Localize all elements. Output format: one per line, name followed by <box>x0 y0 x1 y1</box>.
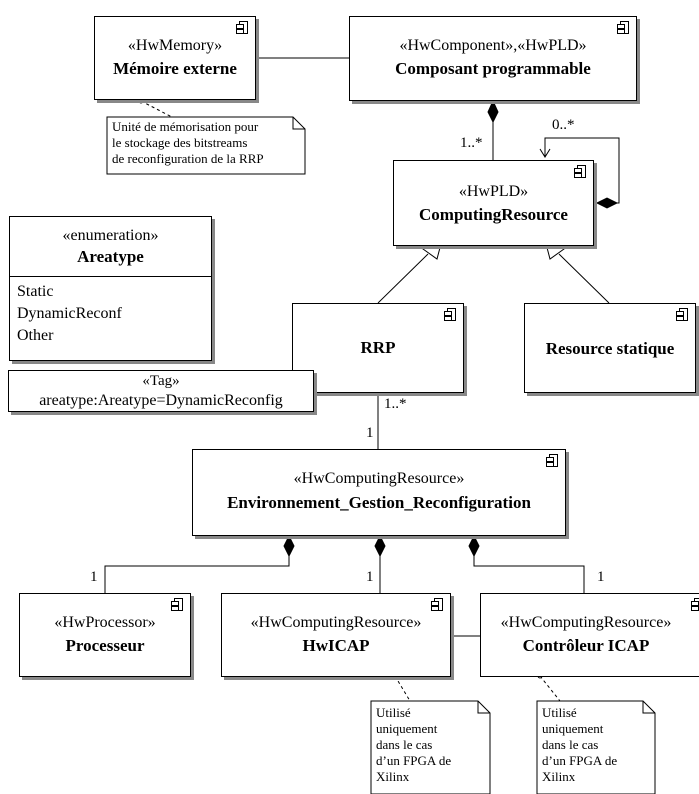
note-line: Xilinx <box>542 769 576 784</box>
component-icon <box>171 598 183 611</box>
note-shape-hwicap <box>370 700 491 794</box>
note-line: le stockage des bitstreams <box>112 135 248 150</box>
component-icon <box>617 21 629 34</box>
note-hwicap: Utilisé uniquement dans le cas d’un FPGA… <box>376 705 451 785</box>
multiplicity-rrp-env-top: 1..* <box>384 396 407 412</box>
enum-name: Areatype <box>77 247 144 266</box>
component-resource-statique[interactable]: Resource statique <box>524 303 696 393</box>
self-assoc-arrowhead <box>539 148 551 158</box>
multiplicity-env-hwicap: 1 <box>366 569 374 585</box>
enum-separator <box>10 276 211 277</box>
diamond-env-hwicap <box>374 534 386 558</box>
generalization-rrp <box>377 253 429 304</box>
component-rrp[interactable]: RRP <box>292 303 464 393</box>
component-hwicap[interactable]: «HwComputingResource» HwICAP <box>221 593 451 677</box>
component-name: Environnement_Gestion_Reconfiguration <box>227 493 531 512</box>
component-name: Mémoire externe <box>113 59 237 78</box>
diamond-env-processeur <box>283 534 295 558</box>
note-line: de reconfiguration de la RRP <box>112 151 264 166</box>
component-icon <box>574 165 586 178</box>
component-name: ComputingResource <box>419 205 568 224</box>
stereotype-label: «HwComponent»,«HwPLD» <box>399 37 587 54</box>
stereotype-label: «HwComputingResource» <box>250 614 422 631</box>
component-icon <box>236 21 248 34</box>
multiplicity-env-controleur: 1 <box>597 569 605 585</box>
note-controleur: Utilisé uniquement dans le cas d’un FPGA… <box>542 705 617 785</box>
enum-literal: Static <box>17 283 54 300</box>
component-icon <box>431 598 443 611</box>
tag-areatype[interactable]: «Tag» areatype:Areatype=DynamicReconfig <box>8 370 314 412</box>
multiplicity-rrp-env-bottom: 1 <box>366 425 374 441</box>
note-line: d’un FPGA de <box>376 753 452 768</box>
component-icon <box>444 308 456 321</box>
component-environnement-gestion[interactable]: «HwComputingResource» Environnement_Gest… <box>192 449 566 536</box>
component-icon <box>546 454 558 467</box>
component-computing-resource[interactable]: «HwPLD» ComputingResource <box>393 160 594 246</box>
component-name: RRP <box>360 338 396 357</box>
diamond-self <box>595 197 619 209</box>
note-line: Utilisé <box>542 705 577 720</box>
stereotype-label: «HwProcessor» <box>54 614 156 631</box>
note-line: uniquement <box>542 721 604 736</box>
tag-value: areatype:Areatype=DynamicReconfig <box>39 392 283 409</box>
note-shape-controleur <box>536 700 656 794</box>
note-anchor-hwicap <box>394 675 411 702</box>
note-line: Xilinx <box>376 769 410 784</box>
component-name: Resource statique <box>545 339 675 358</box>
stereotype-label: «HwComputingResource» <box>500 614 672 631</box>
note-memoire: Unité de mémorisation pour le stockage d… <box>112 119 264 167</box>
stereotype-label: «HwMemory» <box>127 37 223 54</box>
stereotype-label: «HwPLD» <box>458 183 529 200</box>
enum-literal: Other <box>17 327 54 344</box>
component-name: HwICAP <box>302 636 370 655</box>
component-memoire-externe[interactable]: «HwMemory» Mémoire externe <box>94 16 256 100</box>
multiplicity-composant-computing: 1..* <box>460 135 483 151</box>
component-composant-programmable[interactable]: «HwComponent»,«HwPLD» Composant programm… <box>349 16 637 101</box>
component-name: Composant programmable <box>395 59 591 78</box>
note-shape-memoire <box>106 116 306 175</box>
multiplicity-self-assoc: 0..* <box>552 117 575 133</box>
self-association <box>544 137 620 204</box>
composition-env-controleur <box>473 556 585 593</box>
note-line: Utilisé <box>376 705 411 720</box>
note-line: d’un FPGA de <box>542 753 618 768</box>
diamond-composant <box>487 99 499 124</box>
note-line: dans le cas <box>376 737 433 752</box>
enumeration-areatype[interactable]: «enumeration» Areatype Static DynamicRec… <box>9 216 212 361</box>
composition-env-processeur <box>104 556 290 593</box>
note-anchor-memoire <box>140 100 173 118</box>
stereotype-label: «HwComputingResource» <box>293 470 465 487</box>
component-processeur[interactable]: «HwProcessor» Processeur <box>19 593 191 677</box>
tag-stereotype: «Tag» <box>142 373 180 389</box>
note-anchor-controleur <box>539 675 561 702</box>
diamond-env-controleur <box>468 534 480 558</box>
component-controleur-icap[interactable]: «HwComputingResource» Contrôleur ICAP <box>480 593 699 677</box>
component-name: Contrôleur ICAP <box>522 636 650 655</box>
component-icon <box>691 598 699 611</box>
component-icon <box>676 308 688 321</box>
note-line: dans le cas <box>542 737 599 752</box>
note-line: Unité de mémorisation pour <box>112 119 259 134</box>
enum-literal: DynamicReconf <box>17 305 122 322</box>
note-line: uniquement <box>376 721 438 736</box>
enum-stereotype: «enumeration» <box>62 227 159 244</box>
multiplicity-env-processeur: 1 <box>90 569 98 585</box>
generalization-statique <box>558 253 610 304</box>
component-name: Processeur <box>65 636 145 655</box>
